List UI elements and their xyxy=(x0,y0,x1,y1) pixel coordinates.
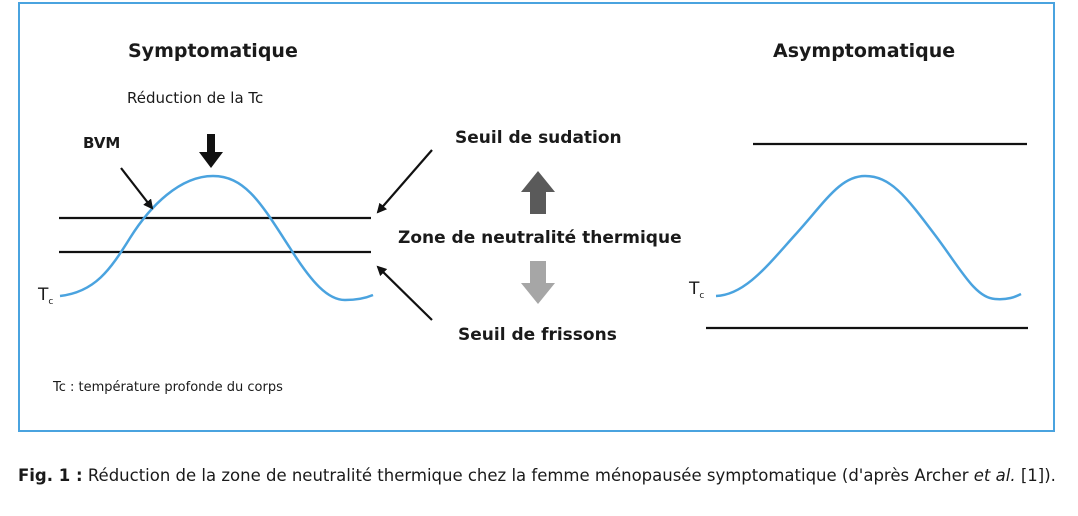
figure-frame xyxy=(18,2,1055,432)
right-tc-curve xyxy=(715,174,1022,301)
right-tc-label: Tc xyxy=(689,279,705,301)
asymptomatic-title: Asymptomatique xyxy=(773,40,956,62)
left-tc-label: Tc xyxy=(38,285,54,307)
sweat-pointer-arrow-icon xyxy=(376,149,433,214)
caption-text: Réduction de la zone de neutralité therm… xyxy=(82,466,974,485)
figure-caption: Fig. 1 : Réduction de la zone de neutral… xyxy=(18,464,1058,487)
neutral-zone-label: Zone de neutralité thermique xyxy=(398,228,682,248)
caption-ref: [1]). xyxy=(1015,466,1056,485)
caption-fig-label: Fig. 1 : xyxy=(18,466,83,485)
reduction-label: Réduction de la Tc xyxy=(127,89,264,107)
shiver-pointer-arrow-icon xyxy=(376,265,433,321)
caption-etal: et al. xyxy=(973,466,1016,485)
reduction-arrow-icon xyxy=(199,134,223,168)
bvm-arrow-icon xyxy=(120,167,154,210)
arrow-down-icon xyxy=(521,261,555,304)
left-tc-curve xyxy=(59,174,374,302)
arrow-up-icon xyxy=(521,171,555,214)
sweat-threshold-label: Seuil de sudation xyxy=(455,128,622,148)
shiver-threshold-label: Seuil de frissons xyxy=(458,325,617,345)
bvm-label: BVM xyxy=(83,134,121,152)
tc-legend-note: Tc : température profonde du corps xyxy=(53,380,283,395)
symptomatic-title: Symptomatique xyxy=(128,40,298,62)
